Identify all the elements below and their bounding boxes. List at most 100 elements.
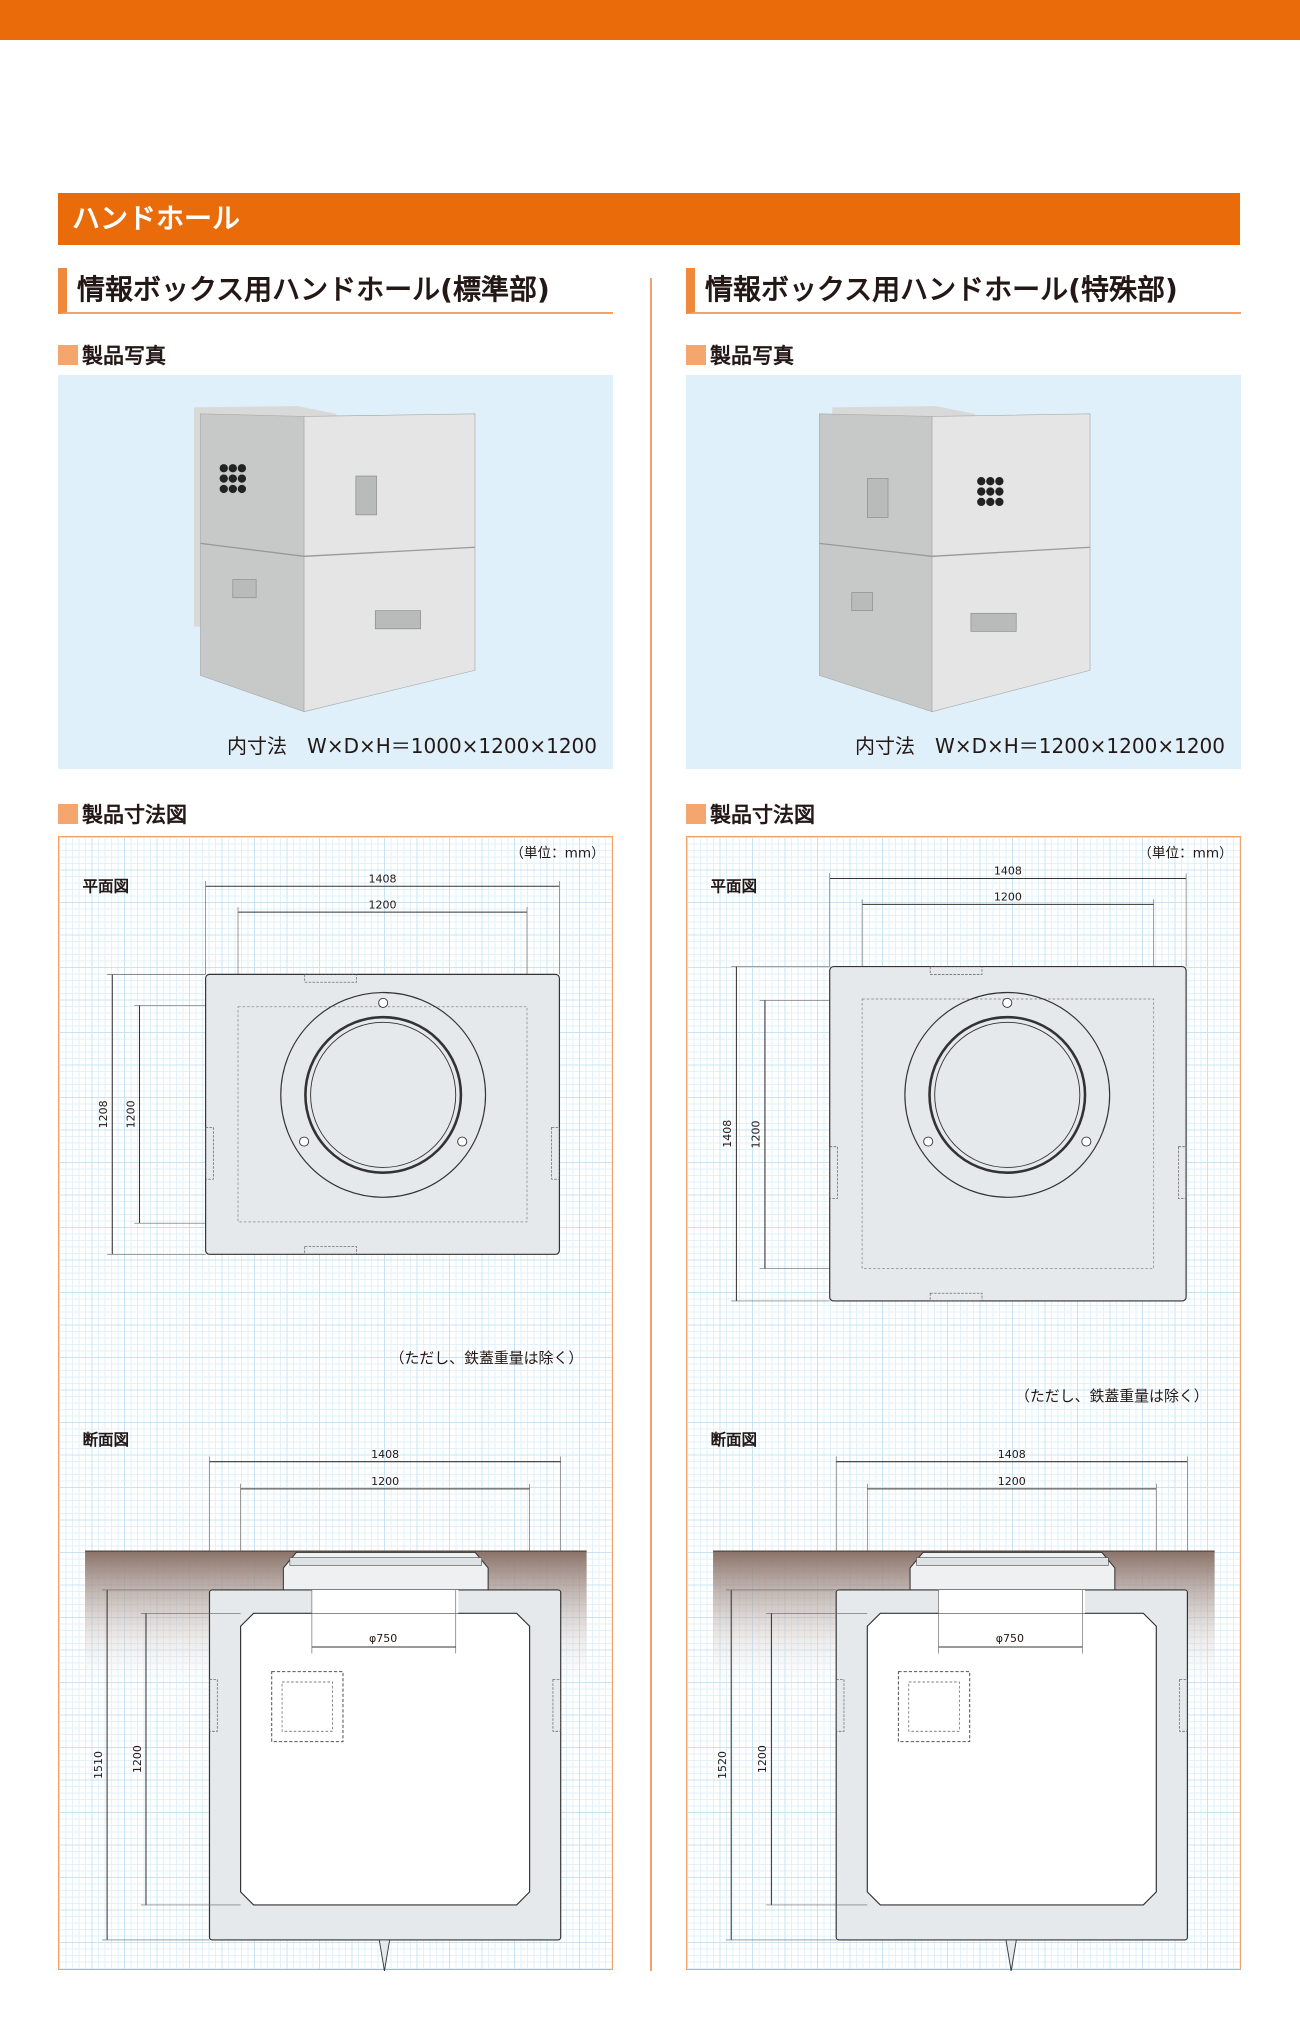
opening xyxy=(938,1589,1086,1614)
bullet-square-icon xyxy=(58,345,78,365)
conduit-hole xyxy=(219,464,228,473)
duct-opening xyxy=(271,1671,344,1743)
conduit-hole xyxy=(219,474,228,483)
joint-line xyxy=(932,546,1091,557)
dimension-label: 1510 xyxy=(92,1751,105,1779)
duct-opening-inner xyxy=(281,1681,333,1732)
lifting-recess xyxy=(1179,1679,1188,1732)
weights-note: （ただし、鉄蓋重量は除く） xyxy=(390,1349,584,1367)
photo-heading: 製品写真 xyxy=(58,340,166,370)
dimension-label: 1208 xyxy=(97,1100,110,1128)
dimension-drawing: （単位：mm）平面図1408120012081200上部材重量1,410kg下部… xyxy=(58,836,613,1971)
cover-frame-outer xyxy=(280,991,487,1198)
photo-heading-text: 製品写真 xyxy=(82,344,166,368)
lifting-recess xyxy=(552,1679,562,1732)
lifting-recess xyxy=(209,1679,218,1732)
duct-window xyxy=(970,612,1017,632)
dimension-label: 1200 xyxy=(369,898,397,911)
dimension-label: 1200 xyxy=(124,1100,137,1128)
cover-ring xyxy=(304,1015,463,1174)
conduit-hole xyxy=(977,497,986,507)
duct-window xyxy=(232,579,257,599)
plan-outline xyxy=(829,966,1187,1302)
concrete-block-image xyxy=(819,406,1091,713)
duct-window xyxy=(866,478,889,518)
conduit-hole xyxy=(237,484,247,494)
photo-heading: 製品写真 xyxy=(686,340,794,370)
column-title: 情報ボックス用ハンドホール(特殊部) xyxy=(686,268,1241,314)
concrete-block xyxy=(193,406,476,713)
duct-opening xyxy=(897,1671,971,1743)
dimension-drawing: （単位：mm）平面図1408120014081200上部材重量1,760kg下部… xyxy=(686,836,1241,1971)
conduit-hole xyxy=(995,497,1004,507)
top-brand-bar xyxy=(0,0,1300,40)
duct-window xyxy=(851,592,873,612)
dimension-label: 1408 xyxy=(994,865,1022,878)
conduit-hole xyxy=(986,477,995,486)
conduit-hole xyxy=(995,487,1004,496)
photo-caption: 内寸法 W×D×H＝1000×1200×1200 xyxy=(227,734,597,758)
bullet-square-icon xyxy=(686,345,706,365)
conduit-hole xyxy=(237,474,247,483)
dimension-label: 1408 xyxy=(371,1448,399,1461)
product-photo: 内寸法 W×D×H＝1200×1200×1200 xyxy=(686,375,1241,769)
dimension-label: φ750 xyxy=(369,1632,397,1645)
joint-line xyxy=(819,542,933,557)
plan-view-label: 平面図 xyxy=(710,877,757,895)
photo-caption: 内寸法 W×D×H＝1200×1200×1200 xyxy=(855,734,1225,758)
conduit-hole xyxy=(228,474,237,483)
column-divider xyxy=(650,278,652,1971)
cover-ring xyxy=(928,1015,1087,1174)
conduit-hole xyxy=(977,487,986,496)
conduit-hole xyxy=(237,464,247,473)
bolt-hole xyxy=(1002,997,1013,1008)
conduit-hole xyxy=(995,477,1004,486)
dimension-label: 1200 xyxy=(756,1745,769,1773)
column-standard: 情報ボックス用ハンドホール(標準部) 製品写真 内寸法 W×D×H＝1000×1… xyxy=(58,268,613,1971)
dimension-label: φ750 xyxy=(996,1632,1024,1645)
block-left-face xyxy=(200,413,305,713)
opening xyxy=(311,1589,459,1614)
lifting-recess xyxy=(205,1126,214,1180)
drain-spike xyxy=(378,1939,391,1971)
dimension-label: 1200 xyxy=(371,1475,399,1488)
joint-line xyxy=(200,542,305,557)
section-header: ハンドホール xyxy=(58,193,1240,245)
bolt-hole xyxy=(299,1136,310,1147)
conduit-hole xyxy=(219,484,228,494)
dimension-label: 1200 xyxy=(994,891,1022,904)
block-right-face xyxy=(931,413,1091,713)
unit-label: （単位：mm） xyxy=(1138,846,1232,862)
drawing-heading: 製品寸法図 xyxy=(686,799,815,829)
lifting-recess xyxy=(551,1126,560,1180)
cover-inner xyxy=(310,1021,457,1168)
section-view-label: 断面図 xyxy=(82,1430,129,1449)
column-title: 情報ボックス用ハンドホール(標準部) xyxy=(58,268,613,314)
dimension-label: 1200 xyxy=(750,1120,763,1148)
dimension-label: 1520 xyxy=(716,1751,729,1779)
duct-window xyxy=(355,475,377,516)
duct-window xyxy=(374,610,421,630)
dimension-label: 1408 xyxy=(369,872,397,885)
cover-frame-outer xyxy=(904,991,1111,1198)
bolt-hole xyxy=(923,1136,934,1147)
column-special: 情報ボックス用ハンドホール(特殊部) 製品写真 内寸法 W×D×H＝1200×1… xyxy=(686,268,1241,1971)
concrete-block-image xyxy=(193,406,476,713)
weights-note: （ただし、鉄蓋重量は除く） xyxy=(1015,1387,1209,1405)
conduit-hole xyxy=(228,484,237,494)
conduit-hole xyxy=(228,464,237,473)
drawing-heading: 製品寸法図 xyxy=(58,799,187,829)
conduit-hole xyxy=(977,477,986,486)
bullet-square-icon xyxy=(686,804,706,824)
bullet-square-icon xyxy=(58,804,78,824)
block-right-face xyxy=(303,413,476,713)
dimension-label: 1200 xyxy=(131,1745,144,1773)
bolt-hole xyxy=(1081,1136,1092,1147)
iron-cover xyxy=(289,1557,482,1566)
drain-spike xyxy=(1005,1939,1017,1971)
section-inner xyxy=(866,1612,1157,1906)
lifting-recess xyxy=(829,1146,838,1199)
section-view-label: 断面図 xyxy=(710,1430,757,1449)
dimension-label: 1200 xyxy=(998,1475,1026,1488)
product-photo: 内寸法 W×D×H＝1000×1200×1200 xyxy=(58,375,613,769)
